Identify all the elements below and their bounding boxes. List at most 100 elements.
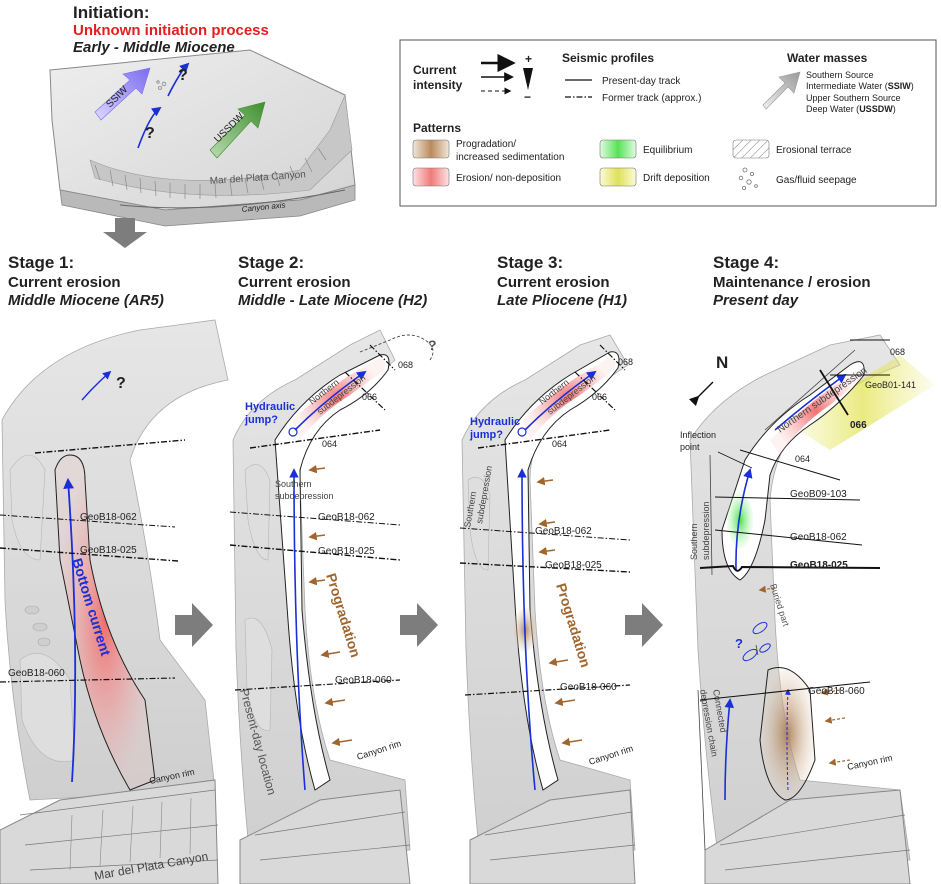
stage-4-profile-062 [714, 529, 863, 546]
stage-3-profile-025 [459, 562, 631, 573]
stage-2-profile-062 [229, 511, 401, 526]
former-track-label: Former track (approx.) [602, 93, 701, 104]
swatch-erosion [412, 167, 450, 187]
drift-label: Drift deposition [643, 173, 710, 184]
transition-arrow-down-icon [103, 218, 147, 248]
stage-1-canyon-gullies [69, 797, 192, 871]
stage-4-inflection-1: Inflection [680, 430, 716, 440]
intensity-wedge-icon [523, 68, 533, 90]
stage-4-sub: Maintenance / erosion [713, 274, 871, 291]
swatch-terrace [732, 139, 770, 159]
initiation-panel: Initiation: Unknown initiation process E… [49, 3, 356, 248]
stage-4-profile-066 [819, 369, 849, 416]
stage-3-label-062: GeoB18-062 [535, 526, 592, 537]
stage-2-label-066: 066 [362, 392, 377, 402]
stage-2-panel: ? Hydraulic jump? Northern subdepression… [229, 329, 437, 884]
stage-4-header: Stage 4: Maintenance / erosion Present d… [713, 253, 871, 309]
stage-2-profile-068 [369, 344, 396, 371]
stage-3-profile-064 [477, 429, 611, 449]
progradation-label-1: Progradation/ [456, 139, 516, 150]
stage-2-hydraulic-2: jump? [244, 414, 278, 426]
stage-1-label-025: GeoB18-025 [80, 545, 137, 556]
stage-4-label-060: GeoB18-060 [808, 686, 865, 697]
initiation-process: Unknown initiation process [73, 22, 269, 39]
stage-4-label-066: 066 [850, 420, 867, 431]
stage-1-terrace-left [9, 454, 46, 561]
stage-1-canyon-lines [19, 789, 219, 871]
stage-1-profile-top [34, 439, 186, 454]
stage-2-label-068: 068 [398, 360, 413, 370]
stage-2-profile-060 [234, 679, 401, 691]
ssiw-line1: Southern Source [806, 70, 874, 80]
stage-4-panel: ? N Northern subdepression Inflection po… [680, 334, 935, 884]
stage-4-canyon-lines [719, 814, 911, 871]
stage-4-profile-103 [714, 496, 861, 501]
stage-2-canyon-rim: Canyon rim [356, 738, 403, 762]
stage-3-slope [461, 334, 636, 861]
stage-4-profile-064 [739, 449, 841, 481]
swatch-progradation [412, 139, 450, 159]
transition-arrow-3-icon [625, 603, 663, 647]
stage-4-label-062: GeoB18-062 [790, 532, 847, 543]
stage-2-profile-025 [229, 544, 401, 561]
swatch-drift [599, 167, 637, 187]
stage-1-upper-arrow [81, 370, 112, 401]
stage-2-former-extent [359, 334, 434, 361]
stage-3-progradation: Progradation [553, 581, 594, 669]
stage-4-label-068: 068 [890, 347, 905, 357]
swatch-equilibrium [599, 139, 637, 159]
stage-2-profile-064 [249, 429, 381, 449]
stage-1-pockmark-1 [24, 605, 40, 615]
stage-4-southern-2: subdepression [701, 501, 711, 560]
stage-1-current-arrow [63, 477, 77, 783]
stage-3-panel: Hydraulic jump? Northern subdepression S… [459, 334, 636, 884]
ssiw-arrow-icon [94, 67, 151, 121]
stage-3-terrace [467, 476, 491, 571]
stage-4-profile-025 [699, 564, 881, 572]
stage-2-north-arrow [294, 370, 367, 431]
current-arrow-upper [167, 62, 190, 97]
seepage-icon [156, 80, 167, 90]
canyon-gullies [94, 147, 327, 199]
terrace-label: Erosional terrace [776, 145, 852, 156]
intensity-minus: − [524, 90, 531, 104]
initiation-era: Early - Middle Miocene [73, 39, 235, 56]
stage-1-pockmark-3 [37, 637, 51, 647]
stage-3-profile-066 [574, 371, 616, 411]
stage-4-equilibrium-zone [727, 492, 753, 548]
stage-4-northern-erosion [770, 368, 862, 455]
stage-3-hydraulic-2: jump? [469, 429, 503, 441]
stage-2-label-062: GeoB18-062 [318, 512, 375, 523]
stage-3-current-arrow [517, 468, 536, 791]
stage-2-terrace-low [244, 617, 273, 731]
stage-4-label-064: 064 [795, 454, 810, 464]
stage-4-connected-bracket [697, 689, 706, 851]
water-masses-title: Water masses [787, 51, 868, 65]
stage-2-southern-2: subdepression [275, 491, 334, 501]
stage-3-profile-060 [464, 684, 631, 696]
seepage-legend-icon [738, 167, 758, 190]
stage-1-question: ? [116, 375, 126, 392]
stage-2-canyon-lines [254, 811, 411, 861]
stage-2-header: Stage 2: Current erosion Middle - Late M… [238, 253, 427, 309]
stage-1-depression [54, 454, 156, 791]
stage-4-canyon-rim: Canyon rim [846, 753, 893, 772]
canyon-axis-line [119, 189, 346, 209]
stage-3-brown-arrows [536, 476, 583, 747]
stage-2-label-060: GeoB18-060 [335, 675, 392, 686]
current-intensity-label: Current [413, 63, 456, 77]
current-intensity-label-2: intensity [413, 78, 463, 92]
stage-1-profile-025 [0, 547, 179, 562]
stage-3-canyon-lines [484, 811, 636, 861]
stage-4-label-103: GeoB09-103 [790, 489, 847, 500]
stage-2-question: ? [428, 337, 437, 353]
stage-4-inflection-2: point [680, 442, 700, 452]
progradation-label-2: increased sedimentation [456, 152, 564, 163]
stage-4-canyon [704, 789, 911, 884]
stage-3-profile-062 [459, 527, 631, 541]
stage-4-eddy-icons [742, 621, 771, 662]
ssiw-line2: Intermediate Water (SSIW) [806, 81, 914, 91]
stage-1-canyon [0, 779, 219, 884]
stage-4-buried-bracket [755, 644, 759, 656]
stage-2-hydraulic-1: Hydraulic [245, 401, 295, 413]
